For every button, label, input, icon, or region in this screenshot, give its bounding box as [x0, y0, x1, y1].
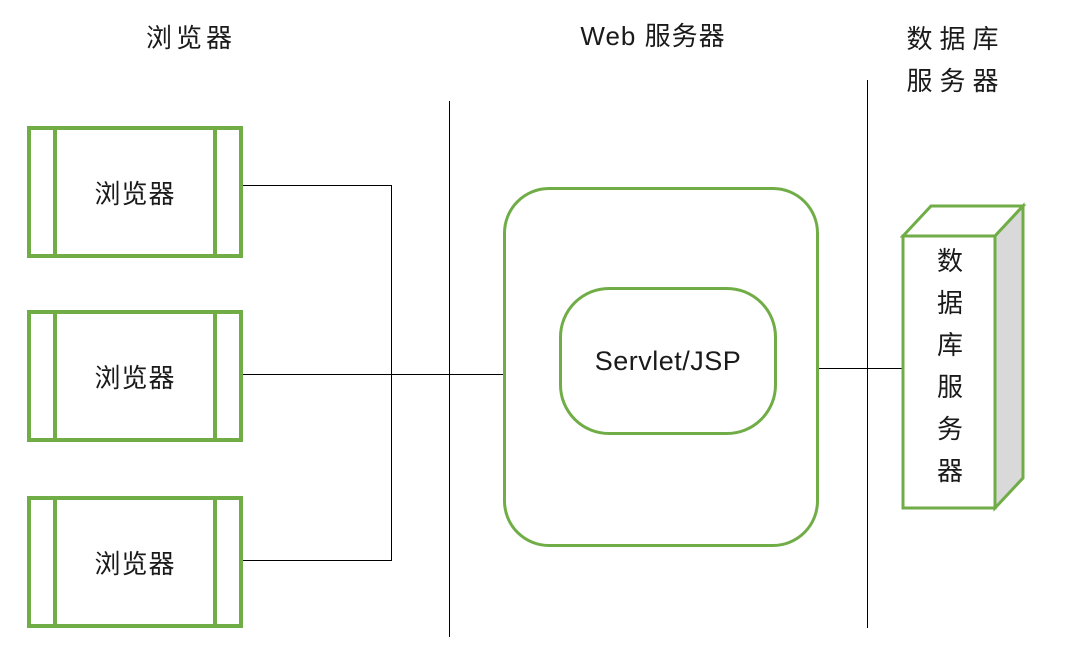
connector-bus-vertical — [391, 185, 393, 561]
browser-node-2-label: 浏览器 — [94, 362, 176, 393]
browser-node-1-label: 浏览器 — [94, 178, 176, 209]
browser-node-2-right-bar — [213, 314, 217, 438]
divider-browser-webserver — [449, 101, 451, 637]
browser-node-2-left-bar — [53, 314, 57, 438]
database-cube — [900, 202, 1027, 512]
column-heading-browser: 浏览器 — [145, 23, 236, 53]
browser-node-3-right-bar — [213, 500, 217, 624]
servlet-jsp-label: Servlet/JSP — [594, 345, 742, 376]
browser-node-3-left-bar — [53, 500, 57, 624]
column-heading-web-server: Web 服务器 — [580, 21, 726, 51]
browser-node-1-right-bar — [213, 130, 217, 254]
divider-webserver-dbserver — [867, 80, 869, 628]
servlet-jsp-node: Servlet/JSP — [559, 287, 777, 435]
connector-browser1 — [243, 185, 392, 187]
column-heading-db-server: 数据库 服务器 — [876, 18, 1036, 102]
connector-webserver-dbserver — [819, 368, 904, 370]
database-cube-front-face — [901, 234, 997, 510]
browser-node-3: 浏览器 — [27, 496, 243, 628]
browser-node-1-left-bar — [53, 130, 57, 254]
column-heading-db-server-line2: 服务器 — [906, 66, 1006, 96]
connector-browser2-webserver — [243, 374, 503, 376]
database-cube-side-face — [993, 202, 1025, 512]
column-heading-db-server-line1: 数据库 — [906, 24, 1006, 54]
browser-node-1: 浏览器 — [27, 126, 243, 258]
browser-node-3-label: 浏览器 — [94, 548, 176, 579]
browser-node-2: 浏览器 — [27, 310, 243, 442]
connector-browser3 — [243, 560, 392, 562]
database-server-label: 数据库服务器 — [933, 247, 964, 499]
